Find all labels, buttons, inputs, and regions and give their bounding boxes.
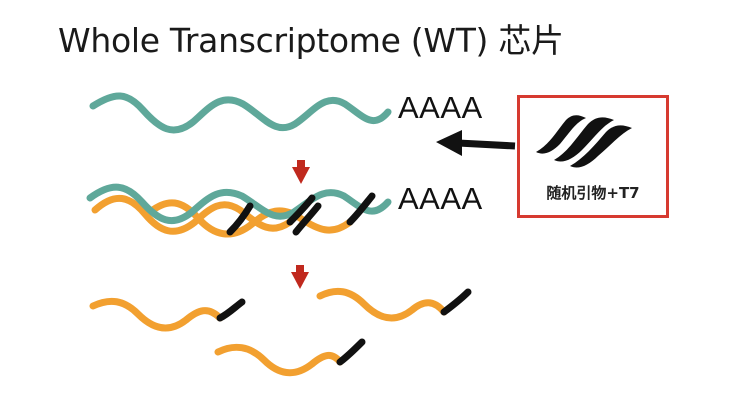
step-arrow-2 [291,272,309,289]
slide-title: Whole Transcriptome (WT) 芯片 [58,21,564,60]
polya-tail-top: AAAA [398,90,483,125]
rna-strand-top [89,92,392,134]
primer-box: 随机引物+T7 [517,95,669,218]
hybrid-strands [86,183,392,238]
step-arrow-1-stem [297,160,305,169]
cdna-fragment-3 [214,338,366,377]
step-arrow-2-stem [296,265,304,274]
random-primers-icon [536,115,632,168]
primer-label: 随机引物+T7 [546,184,640,202]
cdna-fragment-2 [316,287,472,322]
step-arrow-1 [292,167,310,184]
polya-tail-middle: AAAA [398,181,483,216]
primer-arrow [436,130,516,156]
cdna-fragment-1 [89,297,246,332]
